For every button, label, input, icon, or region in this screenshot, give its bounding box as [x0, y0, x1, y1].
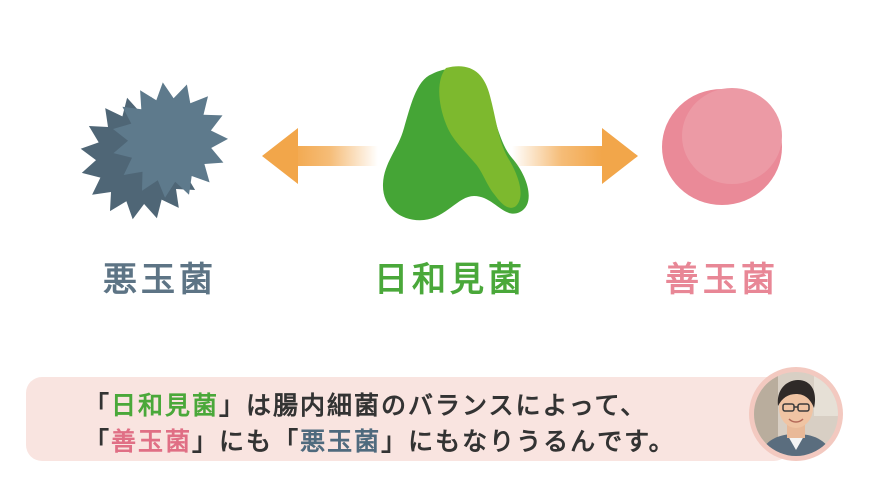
bad-bacteria-label: 悪玉菌 [103, 260, 217, 300]
quote-open: 「 [273, 427, 301, 456]
term-neutral: 日和見菌 [111, 391, 220, 420]
avatar [749, 367, 843, 461]
explanation-line-1: 「日和見菌」は腸内細菌のバランスによって、 [84, 388, 744, 424]
line-2-rest: にもなりうるんです。 [408, 427, 676, 456]
quote-open: 「 [84, 391, 112, 420]
arrow-left-icon [262, 128, 378, 184]
bacteria-diagram [80, 66, 782, 221]
term-good: 善玉菌 [111, 427, 193, 456]
quote-open: 「 [84, 427, 112, 456]
neutral-bacteria-label: 日和見菌 [374, 260, 526, 300]
neutral-bacteria-icon [382, 66, 529, 221]
quote-close: 」 [381, 427, 409, 456]
explanation-line-2: 「善玉菌」にも「悪玉菌」にもなりうるんです。 [84, 424, 744, 460]
term-bad: 悪玉菌 [300, 427, 382, 456]
good-bacteria-icon [662, 88, 782, 205]
arrow-right-icon [512, 128, 638, 184]
good-bacteria-label: 善玉菌 [665, 260, 779, 300]
line-1-rest: は腸内細菌のバランスによって、 [246, 391, 648, 420]
explanation-panel [26, 377, 790, 461]
quote-close: 」 [192, 427, 220, 456]
line-2-mid: にも [219, 427, 274, 456]
bad-bacteria-icon [80, 82, 228, 220]
quote-close: 」 [219, 391, 247, 420]
explanation-text: 「日和見菌」は腸内細菌のバランスによって、 「善玉菌」にも「悪玉菌」にもなりうる… [84, 388, 744, 460]
